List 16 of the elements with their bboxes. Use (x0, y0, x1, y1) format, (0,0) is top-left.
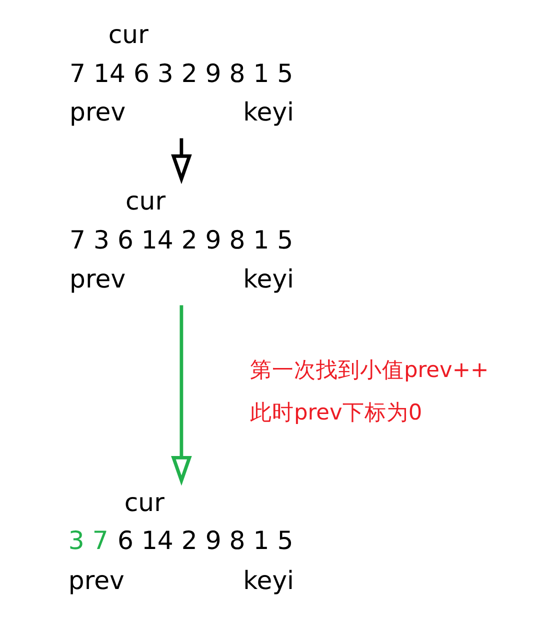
arrow (170, 138, 192, 184)
node-label: cur (108, 20, 148, 50)
node-label: cur (125, 186, 166, 216)
label: 此时prev下标为0 (249, 400, 422, 426)
node-text: 3 7 6 14 2 9 8 1 5 (68, 526, 293, 555)
node-label: keyi (242, 264, 294, 294)
node-label: keyi (242, 98, 294, 127)
label: 第一次找到小值prev++ (249, 358, 488, 384)
node-text: 7 14 6 3 2 9 8 1 5 (69, 58, 293, 88)
node-label: prev (69, 98, 126, 127)
node-label: prev (68, 566, 124, 595)
arrow (170, 305, 192, 486)
node-label: prev (69, 264, 126, 294)
node-label: keyi (242, 566, 294, 595)
node-label: cur (124, 488, 164, 518)
node-text: 7 3 6 14 2 9 8 1 5 (69, 226, 293, 255)
